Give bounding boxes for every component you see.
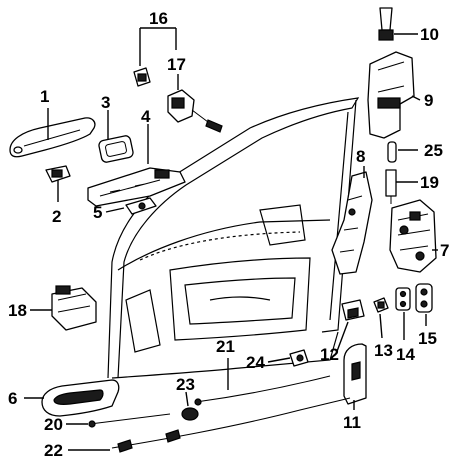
callout-10: 10 [420,25,439,44]
door-frame-outline [107,97,360,379]
part-lock-actuator [389,199,437,273]
part-cable [194,375,331,406]
leader-lines [24,27,438,451]
callout-23: 23 [176,375,195,394]
part-clip [373,297,389,313]
callout-25: 25 [424,141,443,160]
callout-17: 17 [167,55,186,74]
callout-22: 22 [44,441,63,460]
part-lock-cylinder [45,165,71,183]
part-rod-clip [125,197,157,215]
callout-4: 4 [141,107,151,126]
callout-12: 12 [320,345,339,364]
part-handle-gasket [98,135,134,163]
callout-2: 2 [52,207,61,226]
callout-7: 7 [440,241,449,260]
part-hinge-plate [395,287,411,311]
callout-5: 5 [93,203,102,222]
part-handle-frame [87,167,186,207]
callout-21: 21 [216,337,235,356]
callout-18: 18 [8,301,27,320]
part-inside-handle [41,379,120,417]
callout-1: 1 [40,87,49,106]
part-module-cover [367,51,415,139]
callout-3: 3 [101,93,110,112]
part-cable-assembly [111,397,351,453]
part-control-module [51,285,97,331]
callout-20: 20 [44,415,63,434]
callout-11: 11 [343,413,361,432]
part-key-cylinder-switch [167,89,223,133]
part-hinge-plate-2 [415,283,433,313]
part-lock-knob [378,7,394,41]
callout-13: 13 [374,341,393,360]
part-pin [387,141,397,163]
callout-14: 14 [396,345,415,364]
callout-6: 6 [8,389,17,408]
part-striker [341,299,365,321]
part-rod [385,169,397,204]
callout-24: 24 [246,353,265,372]
callout-8: 8 [356,147,365,166]
part-outside-handle [9,117,96,158]
part-bracket [133,67,151,87]
callout-16: 16 [149,9,168,28]
part-striker-plate [343,343,367,405]
part-connector [289,349,309,367]
callout-15: 15 [418,329,437,348]
part-inside-cable [88,413,171,428]
callout-9: 9 [424,91,433,110]
part-grommet [181,407,199,421]
part-latch-bracket [331,171,373,275]
callout-19: 19 [420,173,439,192]
callout-labels: 1 2 3 4 5 6 7 8 9 10 11 12 13 14 15 16 1… [8,9,449,460]
